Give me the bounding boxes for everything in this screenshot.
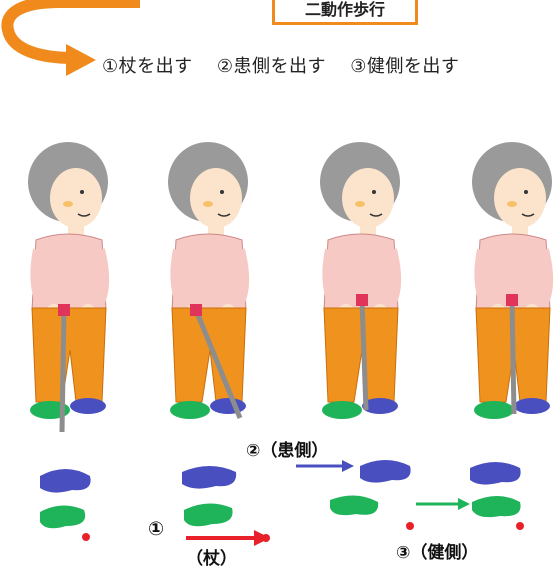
cane-icon [59, 309, 67, 433]
cane-icon [193, 309, 243, 419]
figure-3 [320, 142, 400, 419]
figure-1 [28, 142, 108, 433]
curved-arrow-icon [1, 0, 140, 76]
step-3-label: ③健側を出す [350, 56, 460, 77]
healthy-side-label: ③（健側） [396, 543, 479, 563]
figure-4 [472, 142, 552, 419]
step-1-label: ①杖を出す [102, 56, 193, 77]
foot-blue-icon [40, 469, 91, 493]
foot-blue-icon [182, 466, 237, 489]
foot-green-icon [40, 505, 86, 529]
cane-number-label: ① [148, 518, 165, 540]
affected-side-label: ②（患側） [246, 441, 329, 461]
title-box: 二動作歩行 [272, 0, 418, 25]
steps-caption: ①杖を出す ②患側を出す ③健側を出す [102, 52, 459, 78]
cane-icon [359, 299, 369, 411]
foot-blue-icon [470, 462, 521, 485]
cane-icon [509, 299, 517, 415]
cane-tip-icon [82, 533, 90, 541]
step-2-label: ②患側を出す [216, 56, 327, 77]
foot-green-icon [330, 495, 379, 516]
figure-2 [168, 142, 248, 419]
foot-green-icon [184, 503, 233, 527]
foot-blue-icon [360, 460, 411, 483]
foot-green-icon [472, 496, 521, 518]
cane-label: （杖） [186, 549, 237, 569]
